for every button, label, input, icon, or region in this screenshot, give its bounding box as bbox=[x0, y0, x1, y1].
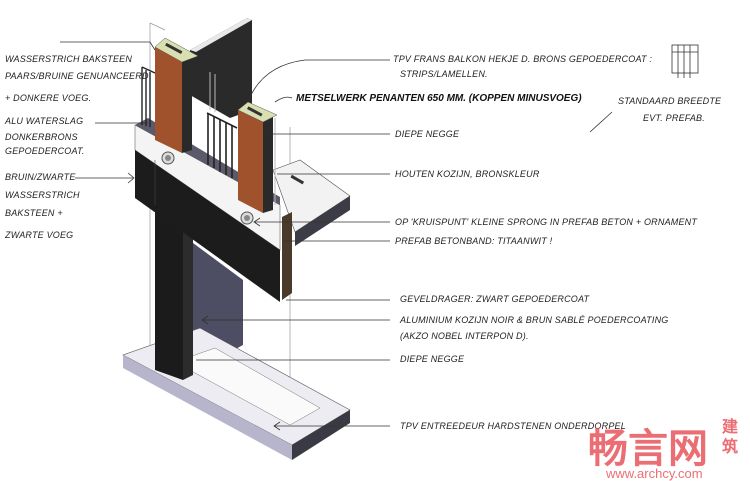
balcony-railing-left bbox=[141, 66, 156, 127]
balcony-slab bbox=[272, 159, 351, 246]
window-frames bbox=[209, 72, 276, 205]
label-negge-top: DIEPE NEGGE bbox=[395, 129, 460, 139]
label-threshold: TPV ENTREEDEUR HARDSTENEN ONDERDORPEL bbox=[400, 421, 626, 431]
label-piers: METSELWERK PENANTEN 650 MM. (KOPPEN MINU… bbox=[296, 93, 582, 104]
leader-lines bbox=[60, 41, 613, 431]
label-frame-wood: HOUTEN KOZIJN, BRONSKLEUR bbox=[395, 169, 540, 179]
label-standard-width: STANDAARD BREEDTE EVT. PREFAB. bbox=[618, 96, 724, 123]
svg-text:畅言网: 畅言网 bbox=[588, 426, 708, 472]
label-alu-frame: ALUMINIUM KOZIJN NOIR & BRUN SABLÉ POEDE… bbox=[399, 315, 671, 341]
balcony-railing-middle bbox=[206, 112, 238, 178]
watermark: 畅言网 建 筑 www.archcy.com bbox=[588, 417, 738, 481]
label-waterslag: ALU WATERSLAG DONKERBRONS GEPOEDERCOAT. bbox=[4, 116, 86, 156]
dark-lintel bbox=[135, 150, 280, 302]
label-prefab-band: PREFAB BETONBAND: TITAANWIT ! bbox=[395, 236, 553, 246]
dark-column bbox=[155, 195, 183, 380]
svg-text:建: 建 bbox=[722, 417, 738, 436]
label-kruispunt: OP 'KRUISPUNT' KLEINE SPRONG IN PREFAB B… bbox=[395, 217, 698, 227]
label-balcony: TPV FRANS BALKON HEKJE D. BRONS GEPOEDER… bbox=[393, 54, 655, 79]
label-geveldrager: GEVELDRAGER: ZWART GEPOEDERCOAT bbox=[400, 294, 591, 304]
label-brick-pale: WASSERSTRICH BAKSTEEN PAARS/BRUINE GENUA… bbox=[5, 54, 151, 103]
svg-text:筑: 筑 bbox=[722, 437, 738, 456]
label-brick-dark: BRUIN/ZWARTE WASSERSTRICH BAKSTEEN + ZWA… bbox=[4, 172, 82, 240]
brick-pier-right bbox=[237, 101, 278, 213]
railing-strips-icon bbox=[671, 44, 699, 78]
gevel-drager bbox=[282, 212, 292, 300]
label-negge-bottom: DIEPE NEGGE bbox=[400, 354, 465, 364]
svg-text:www.archcy.com: www.archcy.com bbox=[605, 466, 703, 481]
brick-pier-left bbox=[154, 37, 199, 153]
